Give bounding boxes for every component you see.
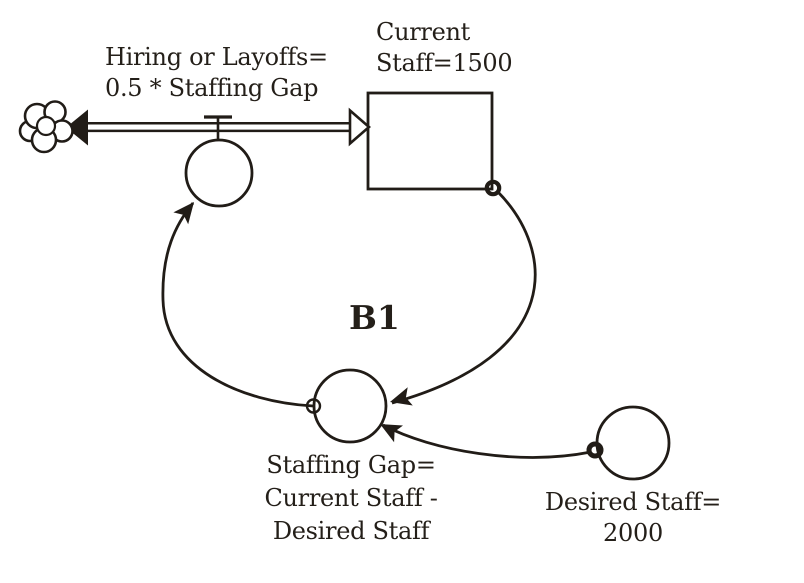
desired-label-line1: Desired Staff= [544,488,722,516]
stock-connector-node-icon [484,179,502,197]
connector-desired-to-gap [382,423,592,459]
flow-arrow-inflow-icon [348,107,371,147]
valve-icon [184,115,254,208]
stock-label-line1: Current [376,18,470,46]
gap-label-line1: Staffing Gap= [266,451,436,479]
desired-staff-converter [595,405,671,481]
flow-arrow-outflow-icon [66,109,88,146]
stock-rectangle [366,91,494,191]
desired-connector-node-icon [586,441,604,459]
cloud-icon [18,100,74,154]
connector-gap-to-valve [161,202,314,408]
staffing-gap-converter [312,368,388,444]
flow-equation-label: Hiring or Layoffs= 0.5 * Staffing Gap [105,42,328,104]
stock-value-label: Current Staff=1500 [376,17,513,79]
desired-label-line2: 2000 [603,519,663,547]
flow-equation-line2: 0.5 * Staffing Gap [105,74,319,102]
staffing-gap-equation-label: Staffing Gap= Current Staff - Desired St… [240,449,462,548]
flow-equation-line1: Hiring or Layoffs= [105,43,328,71]
gap-connector-node-icon [305,398,322,414]
flow-pipe [87,122,352,133]
arrowhead-gap-to-valve-icon [173,196,202,225]
gap-label-line3: Desired Staff [272,517,430,545]
connector-stock-to-gap [391,191,537,405]
stock-label-line2: Staff=1500 [376,49,513,77]
loop-b1-label: B1 [349,298,400,337]
desired-staff-value-label: Desired Staff= 2000 [523,487,743,549]
gap-label-line2: Current Staff - [264,484,438,512]
